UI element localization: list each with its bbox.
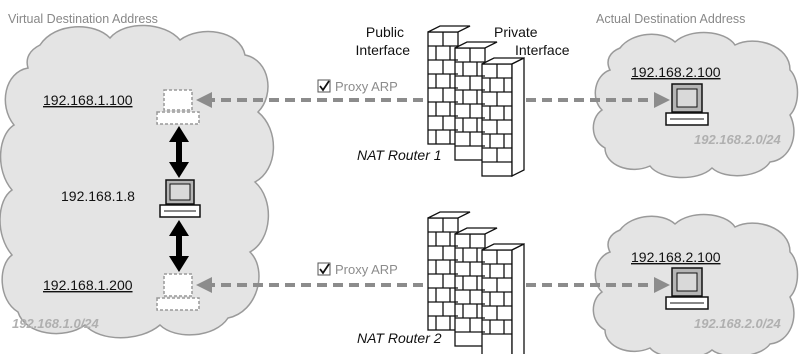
nat-router-2-label: NAT Router 2 [357,330,442,346]
actual-host-2-computer-icon [665,267,709,310]
virtual-destination-header: Virtual Destination Address [8,12,158,26]
right-subnet-2-label: 192.168.2.0/24 [694,316,782,331]
proxy-arp-checkbox-2 [317,262,331,276]
actual-host-2-address: 192.168.2.100 [631,249,721,265]
nat-router-2-firewall [427,211,525,354]
real-host-address: 192.168.1.8 [61,188,135,204]
proxy-arp-label-2: Proxy ARP [335,262,398,277]
virtual-host-1-address: 192.168.1.100 [43,92,133,108]
proxy-arp-label-1: Proxy ARP [335,79,398,94]
private-interface-label-line2: Interface [515,42,570,58]
left-subnet-label: 192.168.1.0/24 [12,316,100,331]
private-interface-label-line1: Private [494,24,538,40]
public-interface-label-line2: Interface [356,42,411,58]
public-interface-label-line1: Public [366,24,404,40]
actual-host-1-address: 192.168.2.100 [631,64,721,80]
virtual-host-2-address: 192.168.1.200 [43,277,133,293]
proxy-path-router-1 [196,92,670,108]
proxy-arp-checkbox-1 [317,79,331,93]
actual-host-1-computer-icon [665,83,709,126]
virtual-host-2-icon [156,273,200,311]
arrow-real-to-virtual-1 [169,126,189,178]
left-network-cloud [0,24,275,339]
virtual-host-1-icon [156,89,200,125]
actual-destination-header: Actual Destination Address [596,12,745,26]
real-host-computer-icon [159,179,201,218]
arrow-real-to-virtual-2 [169,220,189,272]
nat-router-1-firewall [427,25,525,178]
nat-router-1-label: NAT Router 1 [357,147,442,163]
proxy-path-router-2 [196,277,670,293]
right-subnet-1-label: 192.168.2.0/24 [694,132,782,147]
